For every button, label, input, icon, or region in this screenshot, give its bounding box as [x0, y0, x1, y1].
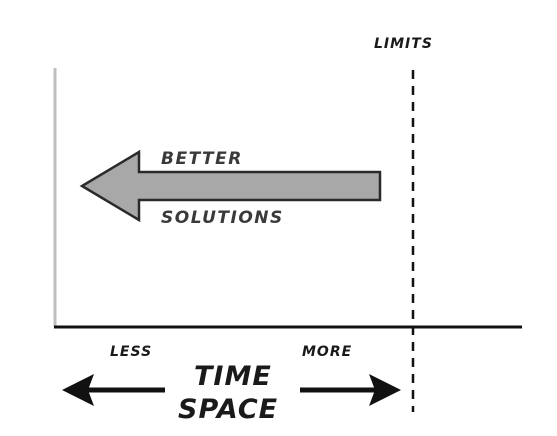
time-label: TIME: [194, 361, 272, 392]
limits-label: LIMITS: [374, 36, 433, 52]
solutions-label: SOLUTIONS: [161, 208, 284, 228]
more-arrow: [300, 374, 401, 406]
less-arrow: [62, 374, 165, 406]
better-solutions-arrow: [79, 149, 382, 223]
space-label: SPACE: [178, 394, 278, 425]
less-label: LESS: [110, 344, 152, 360]
better-label: BETTER: [161, 149, 243, 169]
more-label: MORE: [302, 344, 352, 360]
